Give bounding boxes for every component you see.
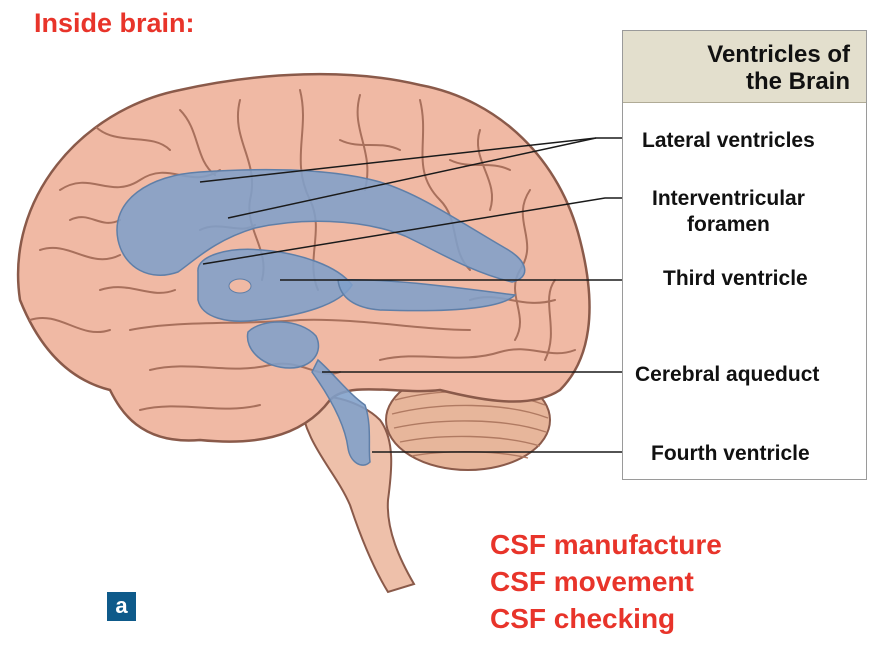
csf-item-movement: CSF movement xyxy=(490,566,694,597)
legend-box: Ventricles of the Brain xyxy=(622,30,867,480)
label-lateral-ventricles: Lateral ventricles xyxy=(642,129,815,152)
slide-heading: Inside brain: xyxy=(34,8,195,38)
label-fourth-ventricle: Fourth ventricle xyxy=(651,442,810,465)
legend-title: Ventricles of the Brain xyxy=(623,31,866,103)
label-cerebral-aqueduct: Cerebral aqueduct xyxy=(635,363,820,386)
csf-list: CSF manufacture CSF movement CSF checkin… xyxy=(490,526,722,637)
ventricle-system xyxy=(116,168,526,466)
label-interventricular-foramen: Interventricular foramen xyxy=(652,187,805,236)
panel-badge: a xyxy=(107,592,136,621)
csf-item-manufacture: CSF manufacture xyxy=(490,529,722,560)
label-third-ventricle: Third ventricle xyxy=(663,267,808,290)
csf-item-checking: CSF checking xyxy=(490,603,676,634)
brainstem xyxy=(298,395,416,594)
